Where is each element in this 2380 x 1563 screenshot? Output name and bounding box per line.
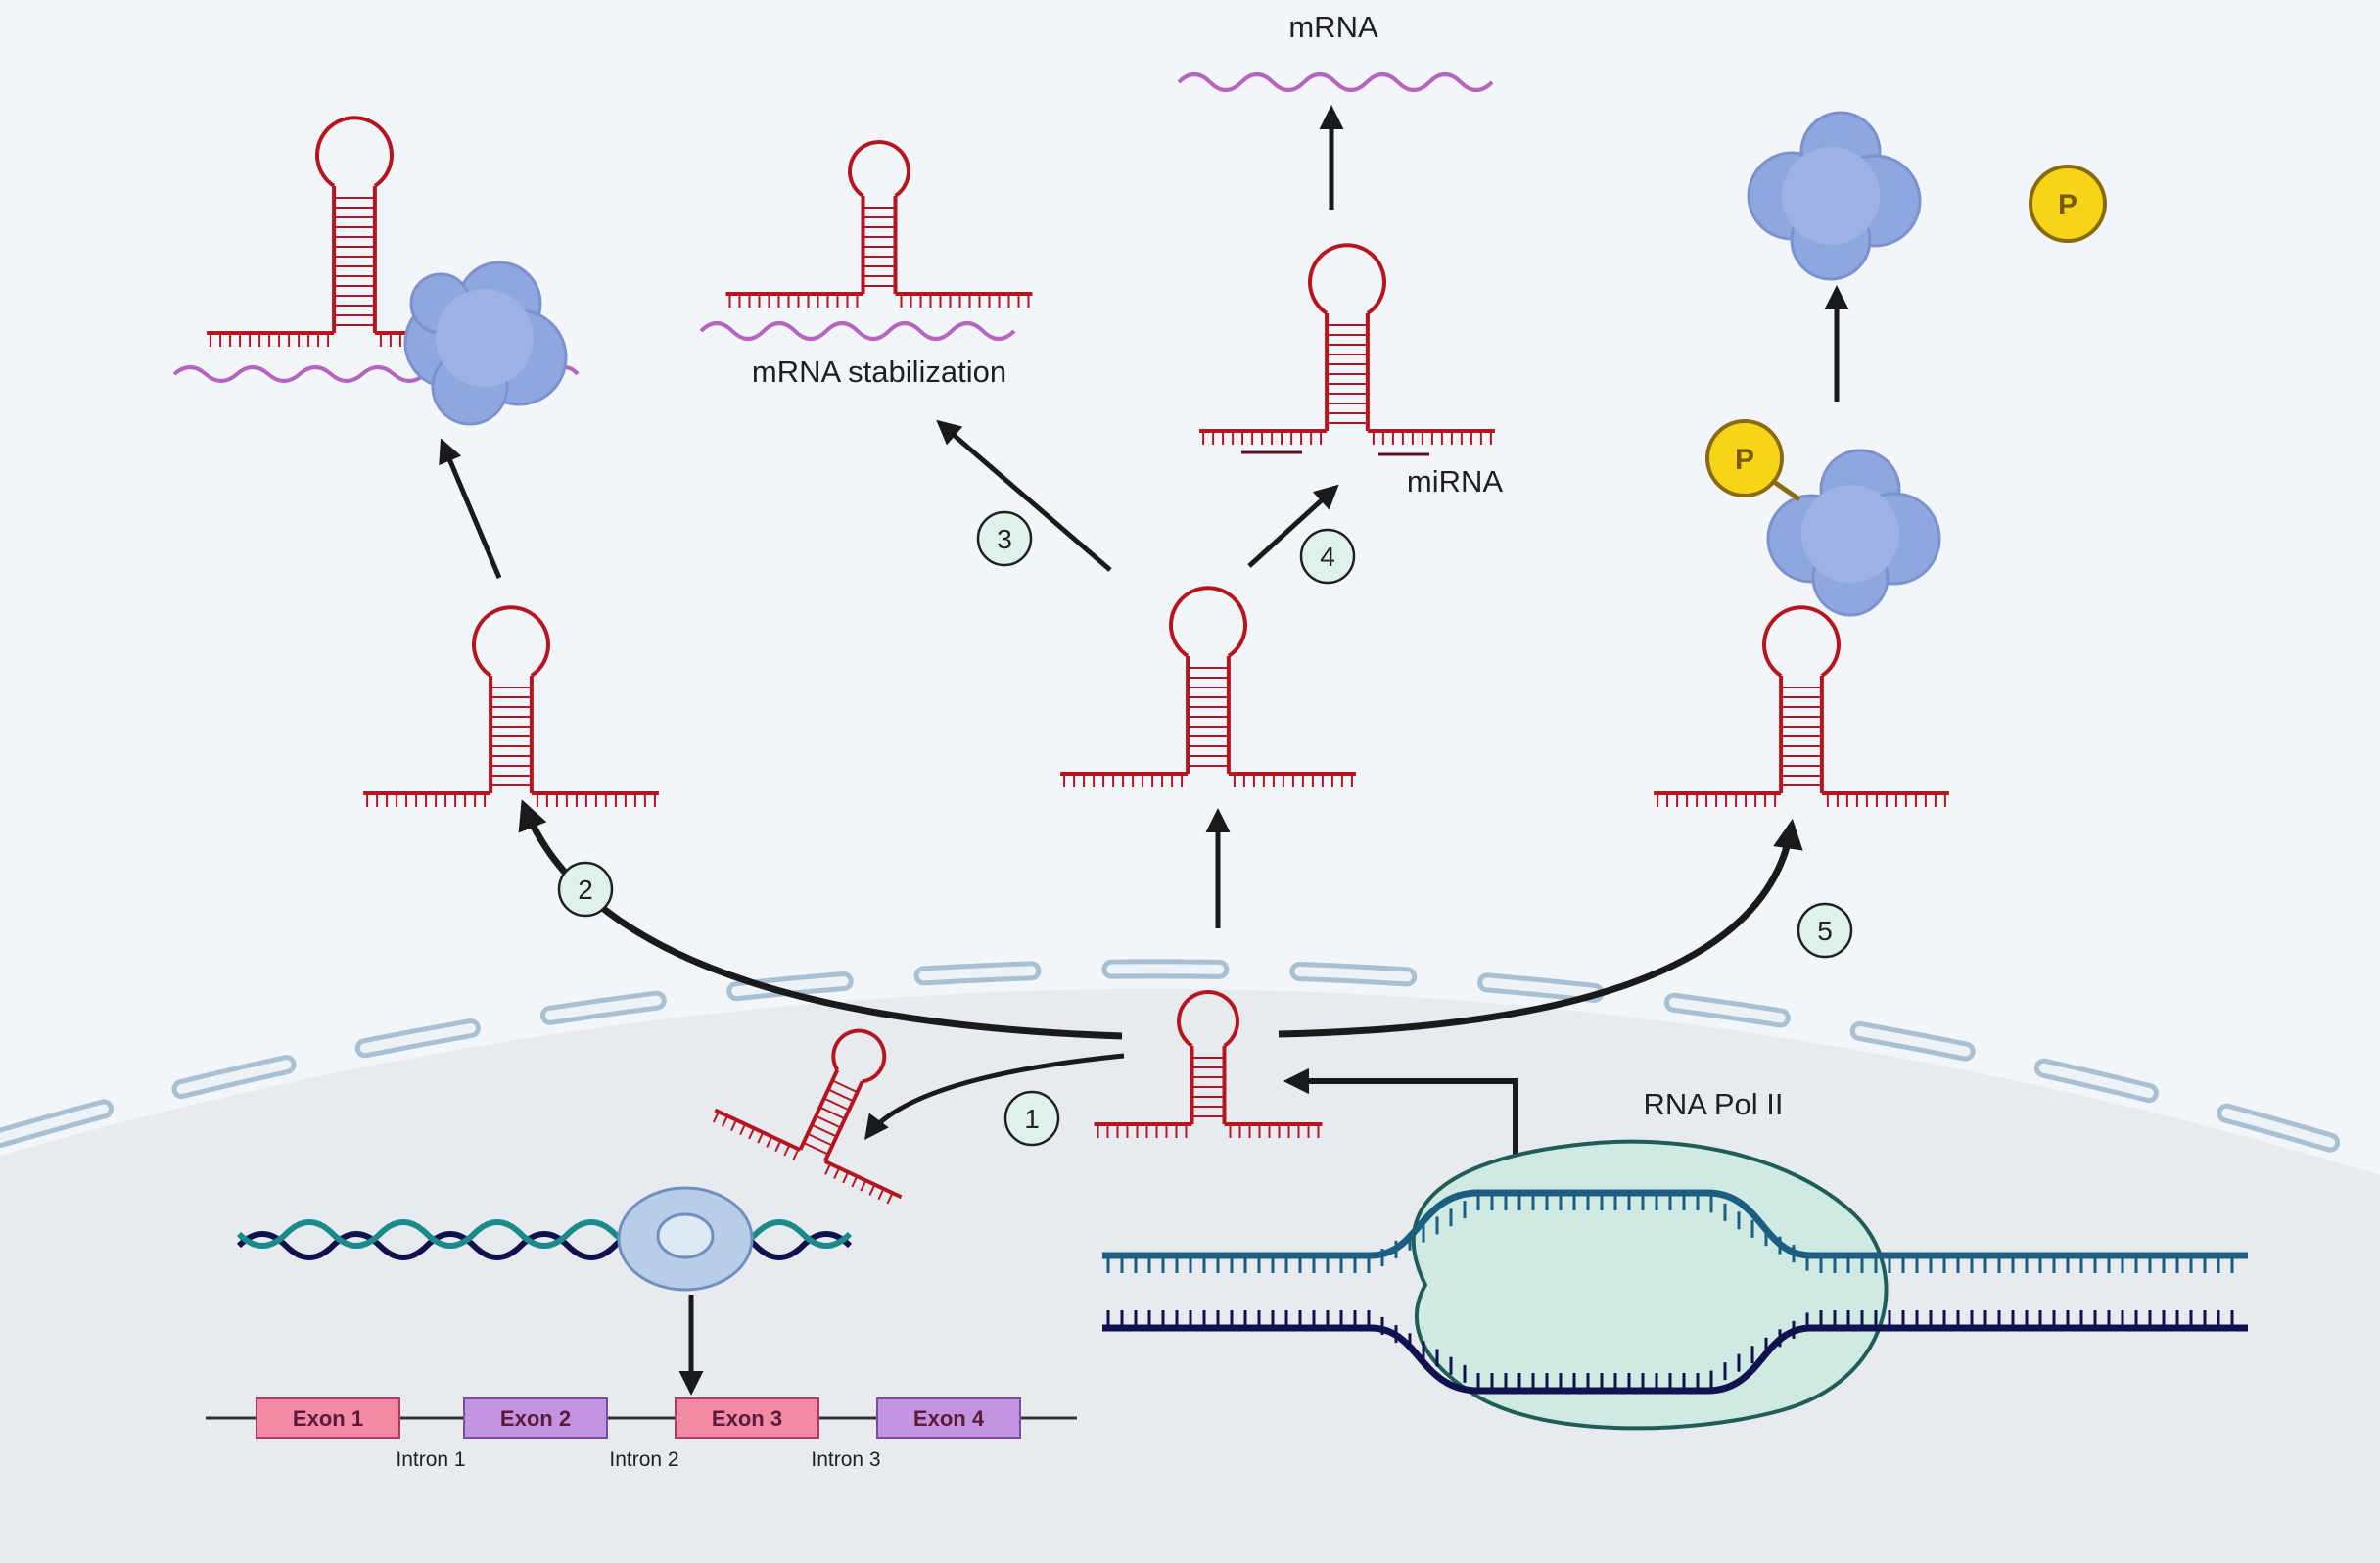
step-badge-1: 1 [1003, 1090, 1060, 1147]
mrna-strand-center [699, 321, 1016, 341]
step-badge-5: 5 [1797, 902, 1853, 959]
hairpin-center [1060, 586, 1356, 787]
hairpin-mirna-sponge [1199, 243, 1495, 445]
protein-free [1747, 111, 1922, 281]
intron-3-label: Intron 3 [811, 1448, 880, 1471]
exon-4-box [876, 1397, 1021, 1439]
hairpin-stabilization [725, 139, 1033, 308]
step-badge-3: 3 [976, 510, 1033, 567]
protein-left [403, 260, 568, 426]
rna-pol-ii-label: RNA Pol II [1644, 1087, 1784, 1121]
intron-1-label: Intron 1 [396, 1448, 465, 1471]
intron-2-label: Intron 2 [609, 1448, 678, 1471]
step-number: 5 [1817, 916, 1833, 946]
step-badge-2: 2 [557, 861, 614, 918]
step-number: 2 [578, 875, 593, 905]
step-number: 1 [1024, 1104, 1040, 1134]
hairpin-right [1654, 605, 1949, 807]
exon-2-label: Exon 2 [500, 1406, 571, 1431]
transcription-bubble-dna [1102, 1189, 2248, 1395]
hairpin-nuclear [1094, 989, 1323, 1138]
gene-structure: Exon 1 Exon 2 Exon 3 Exon 4 Intron 1 Int… [206, 1397, 1077, 1471]
hairpin-chromatin [712, 1028, 903, 1205]
rna-polymerase-ii [1411, 1139, 1889, 1431]
mrna-strand-top [1177, 72, 1494, 92]
exon-1-box [256, 1397, 400, 1439]
phosphate-label: P [1735, 444, 1754, 476]
phosphate-label: P [2058, 189, 2077, 221]
chromatin-complex [617, 1186, 754, 1292]
mirna-duplexes [1241, 450, 1429, 456]
exon-4-label: Exon 4 [913, 1406, 985, 1431]
exon-3-box [675, 1397, 819, 1439]
arrows [439, 105, 1849, 1396]
step-number: 3 [997, 524, 1012, 554]
mrna-stabilization-label: mRNA stabilization [752, 355, 1006, 389]
mrna-label: mRNA [1288, 10, 1378, 44]
exon-1-label: Exon 1 [293, 1406, 363, 1431]
step-badge-4: 4 [1299, 528, 1356, 585]
step-number: 4 [1320, 542, 1335, 572]
phosphate-bound: P [1705, 419, 1801, 502]
protein-bound [1766, 449, 1941, 617]
exon-3-label: Exon 3 [712, 1406, 782, 1431]
mirna-label: miRNA [1407, 464, 1503, 498]
hairpin-left [363, 605, 659, 807]
lncrna-hairpins [207, 116, 1949, 1205]
step-badges: 1 2 3 4 5 [557, 510, 1853, 1147]
phosphate-free: P [2029, 165, 2107, 243]
exon-2-box [463, 1397, 608, 1439]
